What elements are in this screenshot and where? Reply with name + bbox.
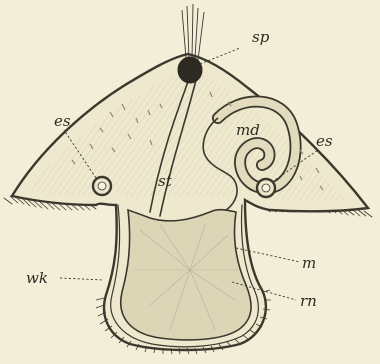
label-rn: rn [300,292,317,310]
apical-plate [178,57,202,83]
label-sp: sp [252,28,270,46]
leader-sp [200,48,240,64]
stomach-wall [121,210,251,340]
eyespot-left [93,177,111,195]
label-es-right: es [316,132,333,150]
label-md: md [236,121,260,139]
label-st: st [158,172,173,190]
apical-tuft [182,4,204,60]
leader-wk [60,278,104,280]
label-es-left: es [54,112,71,130]
label-m: m [302,254,316,272]
label-wk: wk [26,269,48,287]
